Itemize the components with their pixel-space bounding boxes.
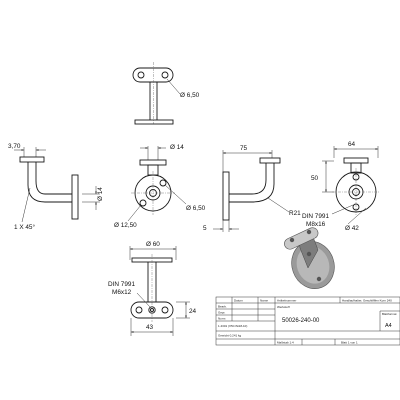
- title-block: Datum Name Bearb. Gepr. Norm Artikelnumm…: [215, 296, 400, 346]
- tb-scale: Maßstab 1:4: [277, 341, 294, 345]
- tb-format: A4: [385, 323, 392, 329]
- tb-row-bearb: Bearb.: [218, 305, 227, 309]
- dim-left-dia: Ø 14: [97, 187, 104, 201]
- dim-bottom-height: 24: [189, 308, 197, 315]
- tb-row-norm: Norm: [218, 317, 226, 321]
- tb-drawing-number: 50026-240-00: [282, 318, 320, 324]
- dim-side-width: 75: [240, 145, 248, 152]
- tb-sheet: Blatt 1 von 1: [341, 341, 358, 345]
- dim-right-dia: Ø 42: [345, 225, 359, 232]
- dim-right-thread: M8x16: [306, 221, 326, 228]
- dim-front-hole-dia: Ø 6,50: [186, 205, 206, 212]
- dim-right-din: DIN 7991: [302, 213, 329, 220]
- dim-right-width: 64: [348, 141, 356, 148]
- front-view: Ø 14 Ø 6,50 Ø 12,50: [114, 144, 206, 229]
- dim-bottom-thread: M6x12: [112, 289, 132, 296]
- dim-bottom-dia: Ø 60: [146, 241, 160, 248]
- tb-sheet-format-label: Blattformat: [382, 312, 397, 316]
- tb-article-label: Artikelnummer: [277, 299, 296, 303]
- side-view: 75 R21 5: [203, 145, 301, 232]
- dim-top-hole-dia: Ø 6,50: [180, 92, 200, 99]
- dim-bottom-width: 43: [146, 324, 154, 331]
- tb-col-datum: Datum: [234, 299, 243, 303]
- dim-side-radius: R21: [289, 210, 301, 217]
- dim-left-offset: 3,70: [8, 143, 21, 150]
- dim-side-thickness: 5: [203, 225, 207, 232]
- dim-front-dia14: Ø 14: [170, 144, 184, 151]
- bottom-view: Ø 60 DIN 7991 M6x12 24 43: [108, 241, 197, 336]
- tb-col-name: Name: [260, 299, 268, 303]
- tb-material-label: Werkstoff: [277, 305, 290, 309]
- tb-description: Handlaufhalter, Geschlifffen Korn 240: [342, 299, 392, 303]
- top-view: Ø 6,50: [132, 62, 200, 125]
- dim-left-chamfer: 1 X 45°: [14, 223, 35, 231]
- left-view: 3,70 Ø 14 1 X 45°: [8, 143, 104, 231]
- dim-front-bolt-circle: Ø 12,50: [114, 222, 137, 229]
- isometric-view: [284, 227, 335, 289]
- tb-material-value: 1.4301 (X5CrNi18-10): [218, 324, 247, 328]
- dim-bottom-din: DIN 7991: [108, 281, 135, 288]
- tb-weight: Gewicht 0,241 kg: [218, 334, 242, 338]
- tb-row-gepr: Gepr.: [218, 311, 226, 315]
- dim-right-height: 50: [311, 175, 319, 182]
- right-view: 64 50 DIN 7991 M8x16 Ø 42: [302, 141, 380, 232]
